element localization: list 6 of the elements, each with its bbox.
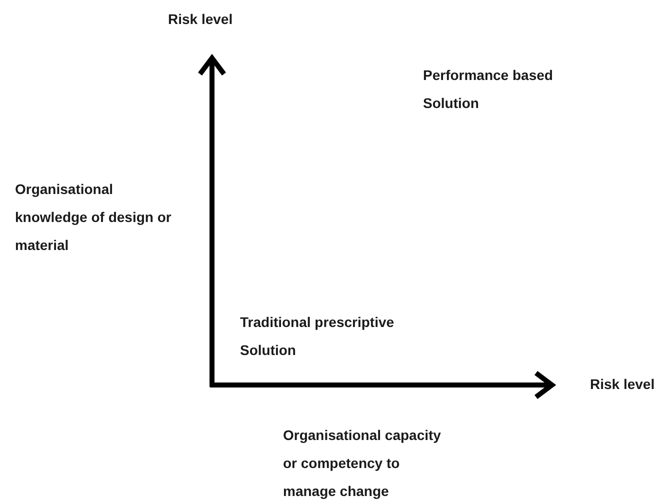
axis-title: Organisational knowledge of design or material: [15, 180, 172, 255]
axis-title: Organisational capacity or competency to manage change: [283, 426, 442, 501]
quadrant-label: Performance based Solution: [423, 66, 554, 113]
axis-label: Risk level: [168, 10, 234, 29]
quadrant-label: Traditional prescriptive Solution: [240, 313, 396, 360]
axis-label: Risk level: [590, 375, 656, 394]
